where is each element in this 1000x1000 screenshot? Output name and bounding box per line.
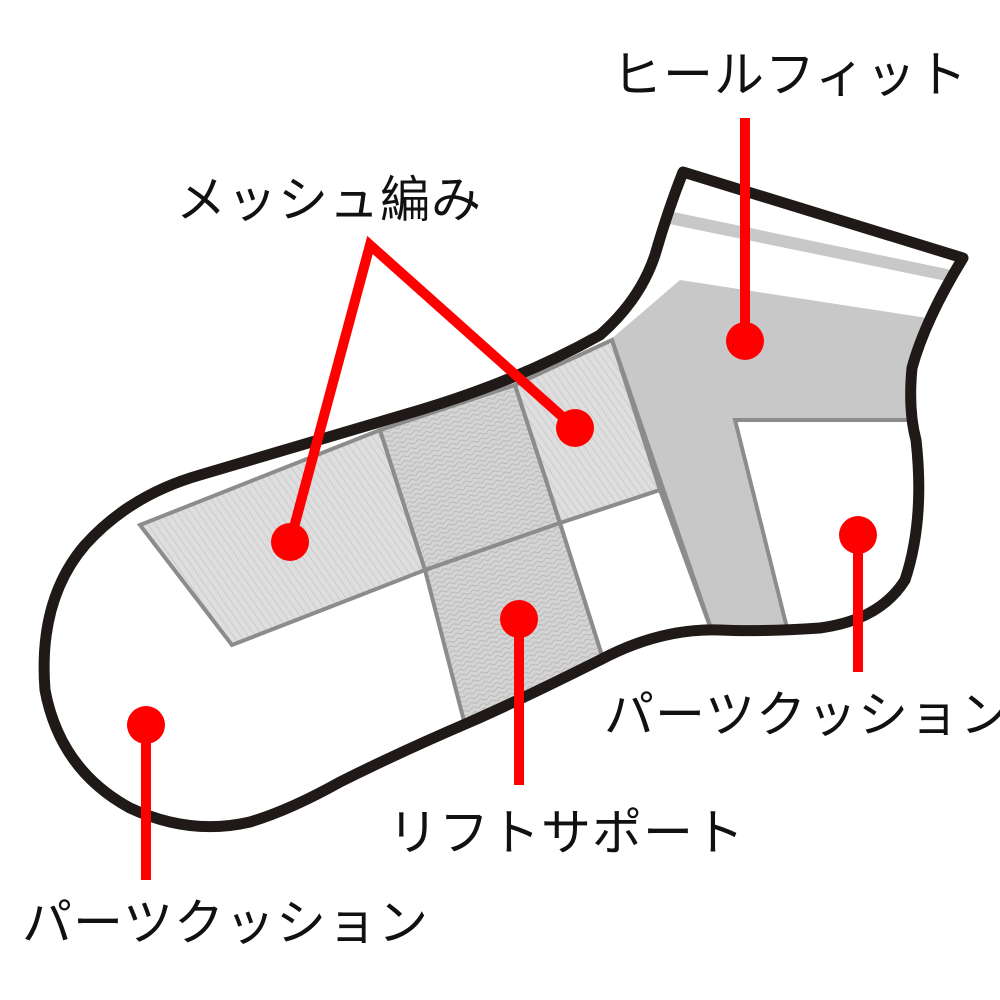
callout-dots [127,322,877,744]
heel-fit-marker [726,322,764,360]
parts-cushion-heel-marker [839,516,877,554]
label-lift-support: リフトサポート [388,804,745,862]
mesh-knit-toe-marker [271,523,309,561]
label-parts-cushion-toe: パーツクッション [22,894,429,952]
label-mesh-knit: メッシュ編み [176,171,482,229]
mesh-knit-instep-marker [556,409,594,447]
sock-outline [38,166,969,833]
parts-cushion-toe-marker [127,706,165,744]
label-parts-cushion-heel: パーツクッション [604,686,1000,744]
heel-fit-panel [610,280,964,640]
callouts [141,118,863,880]
lift-support-marker [500,600,538,638]
mesh-knit-leader [285,235,579,544]
label-heel-fit: ヒールフィット [612,46,968,104]
